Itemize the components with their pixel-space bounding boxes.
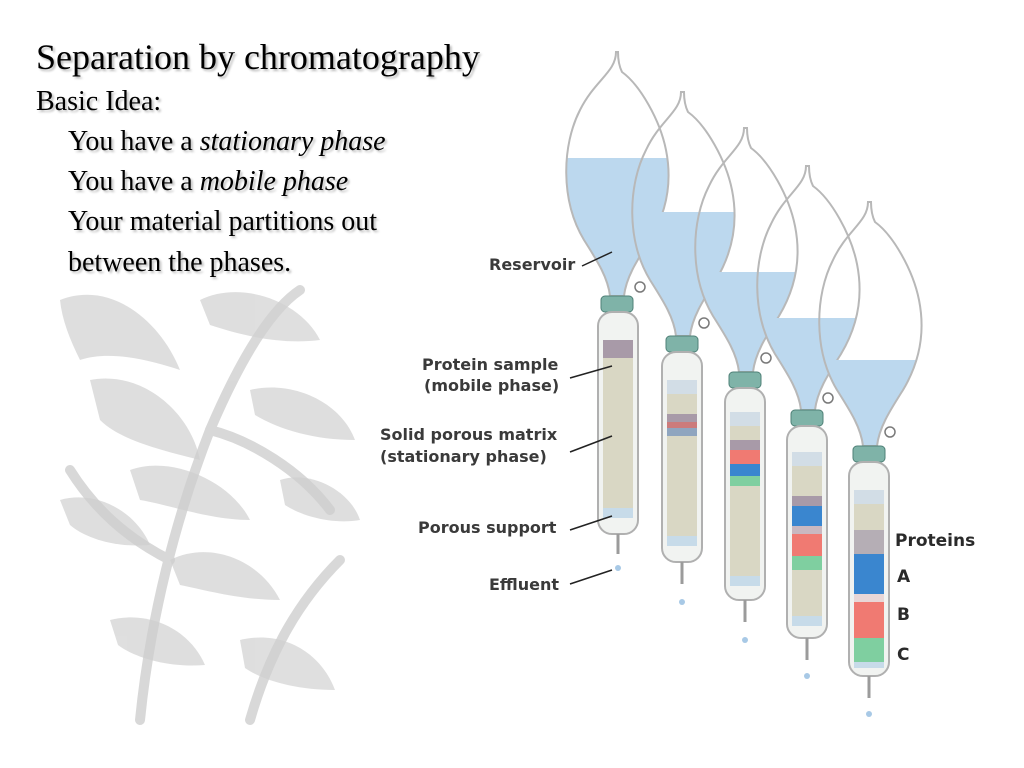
protein-legend: Proteins A B C <box>895 531 975 665</box>
legend-item-c: C <box>897 645 909 665</box>
column-1 <box>565 51 670 571</box>
label-porous-support: Porous support <box>418 518 557 537</box>
bullet-text: You have a <box>68 166 200 197</box>
label-stationary-phase: (stationary phase) <box>380 447 547 466</box>
bullet-stationary-phase: You have a stationary phase <box>68 126 386 158</box>
slide-title: Separation by chromatography <box>36 37 480 77</box>
legend-item-a: A <box>897 567 911 587</box>
bullet-partitions-cont: between the phases. <box>68 247 291 279</box>
label-protein-sample: Protein sample <box>422 355 558 374</box>
legend-title: Proteins <box>895 531 975 551</box>
bullet-text: between the phases. <box>68 247 292 278</box>
label-mobile-phase: (mobile phase) <box>424 376 559 395</box>
bullet-text: Basic Idea: <box>36 86 162 117</box>
bullet-heading: Basic Idea: <box>36 86 161 118</box>
label-reservoir: Reservoir <box>489 255 575 274</box>
bullet-emphasis: stationary phase <box>199 126 386 157</box>
leader-lines <box>569 251 613 585</box>
bullet-emphasis: mobile phase <box>199 166 349 197</box>
label-solid-matrix: Solid porous matrix <box>380 425 558 444</box>
bullet-text: You have a <box>68 126 200 157</box>
label-effluent: Effluent <box>489 575 559 594</box>
bullet-mobile-phase: You have a mobile phase <box>68 166 348 198</box>
bullet-partitions: Your material partitions out <box>68 206 377 238</box>
bullet-text: Your material partitions out <box>68 206 378 237</box>
legend-item-b: B <box>897 605 910 625</box>
